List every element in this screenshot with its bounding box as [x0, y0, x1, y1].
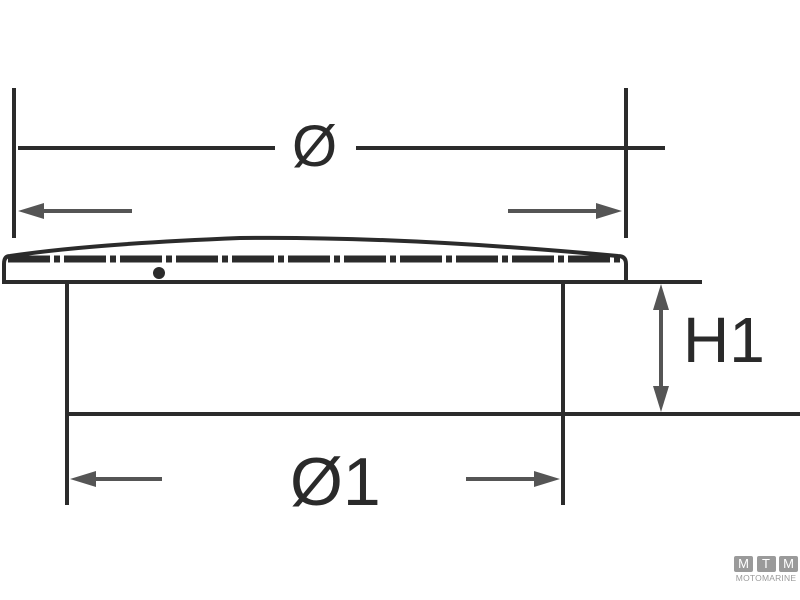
height-label: H1 — [683, 304, 765, 376]
cap-flange — [1, 235, 628, 284]
inner-diameter-label: Ø1 — [290, 444, 381, 520]
outer-diameter-dimension — [12, 88, 665, 238]
logo-letter: T — [756, 556, 776, 572]
logo-brand-text: MOTOMARINE — [735, 573, 797, 583]
cap-body — [65, 280, 800, 505]
logo-letter: M — [779, 556, 798, 572]
cap-dot — [153, 267, 165, 279]
brand-logo: M T M MOTOMARINE — [734, 556, 798, 583]
logo-letter: M — [734, 556, 753, 572]
inner-diameter-dimension — [70, 471, 560, 487]
height-dimension — [653, 284, 669, 412]
outer-diameter-label: Ø — [292, 114, 338, 179]
